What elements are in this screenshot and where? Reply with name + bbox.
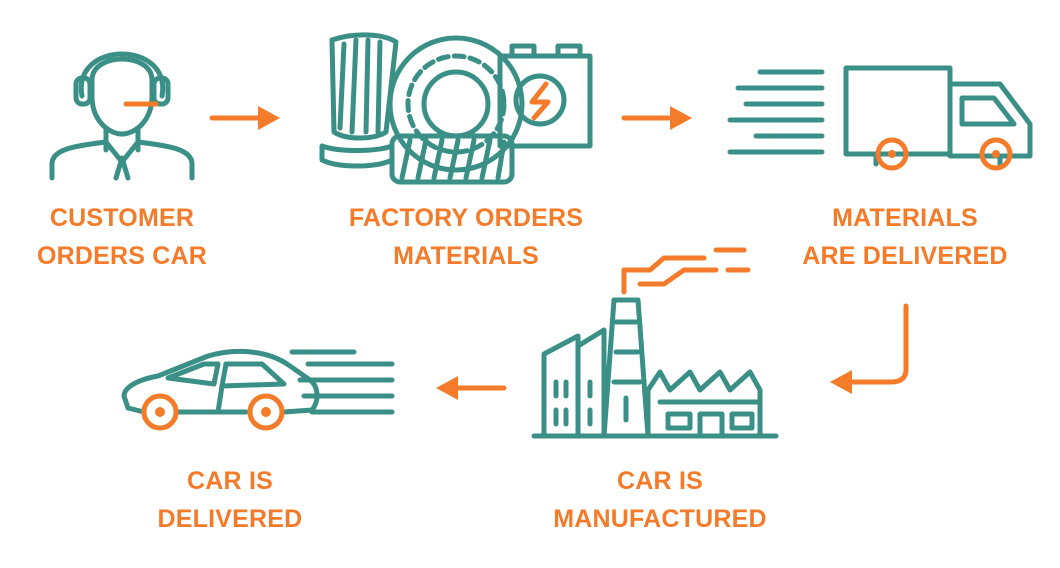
step-label-line: CAR IS [617,467,703,495]
step-label-line: CUSTOMER [49,204,195,232]
step-label-line: ARE DELIVERED [802,242,1008,270]
arrow-right-2 [621,106,692,130]
step-label-materials-delivered: MATERIALS ARE DELIVERED [790,199,1020,275]
arrow-down-left [830,303,909,394]
car-icon [121,348,395,431]
arrow-right-1 [209,106,280,130]
car-parts-icon [319,32,593,185]
step-label-line: FACTORY ORDERS [348,204,584,232]
factory-icon [531,247,779,439]
step-label-line: CAR IS [187,467,273,495]
delivery-truck-icon [727,65,1033,171]
step-label-factory-orders-materials: FACTORY ORDERS MATERIALS [336,199,596,275]
step-label-car-manufactured: CAR IS MANUFACTURED [540,462,780,538]
step-label-line: MATERIALS [832,204,978,232]
step-label-line: MATERIALS [393,242,539,270]
customer-support-icon [49,51,195,181]
step-label-line: MANUFACTURED [553,505,767,533]
step-label-customer-orders-car: CUSTOMER ORDERS CAR [22,199,222,275]
step-label-line: DELIVERED [157,505,303,533]
step-label-car-delivered: CAR IS DELIVERED [140,462,320,538]
arrow-left [436,376,507,400]
step-label-line: ORDERS CAR [36,242,208,270]
